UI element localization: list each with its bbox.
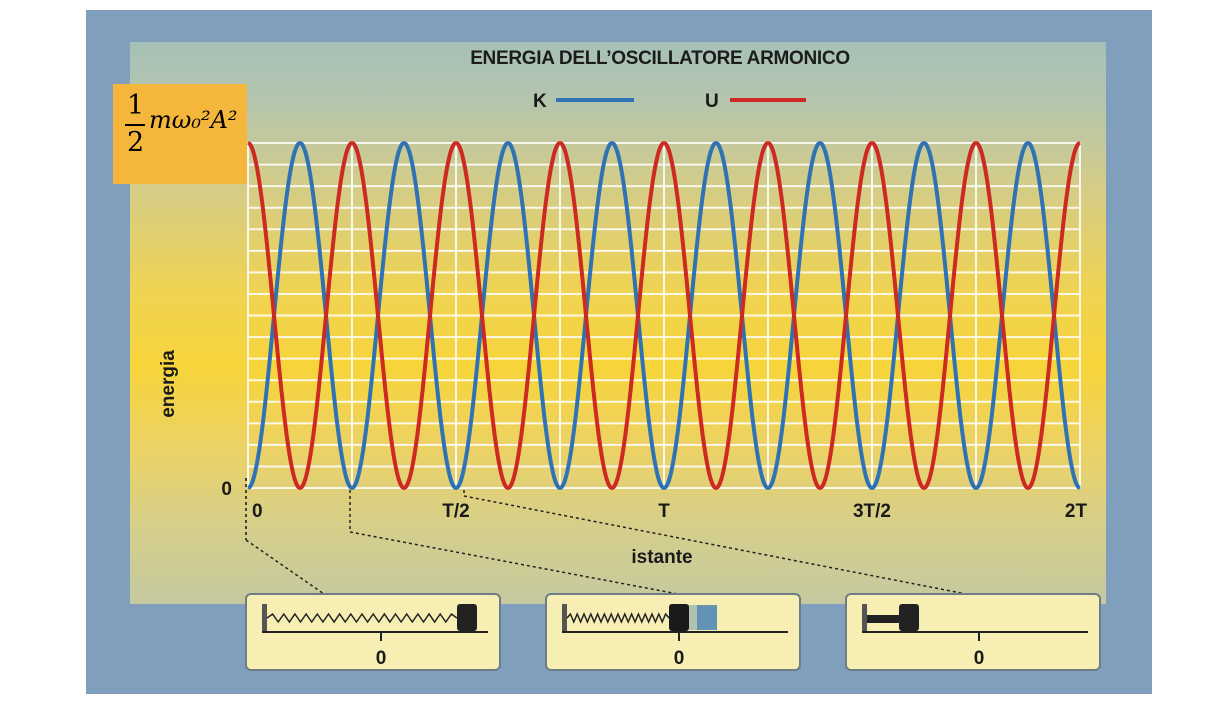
spring-stretched: [266, 612, 458, 624]
chart-panel: [130, 42, 1106, 604]
x-tick-label: 0: [252, 501, 263, 522]
leader-line-2: [349, 490, 679, 595]
leader-line-3: [463, 490, 967, 595]
inset-leader-lines: [245, 490, 967, 595]
mass-block: [899, 604, 919, 631]
legend: K U: [533, 91, 806, 112]
x-tick-label: 2T: [1065, 501, 1088, 522]
formula-denominator: 2: [127, 127, 145, 158]
series-line-u: [247, 141, 1081, 490]
chart-title: ENERGIA DELL’OSCILLATORE ARMONICO: [470, 48, 850, 69]
inset-stretched: 0: [245, 593, 501, 671]
y-tick-label-0: 0: [221, 479, 232, 500]
max-energy-formula: 1 2 mω₀²A²: [113, 84, 247, 184]
spring-insets: 0 0 0: [245, 593, 1101, 671]
x-tick-label: T: [658, 501, 670, 522]
y-axis-label: energia: [158, 350, 179, 418]
x-tick-labels: 0 T/2 T 3T/2 2T: [252, 501, 1087, 522]
legend-label-k: K: [533, 91, 547, 112]
spring-equilibrium: [566, 612, 670, 624]
leader-line-1: [245, 539, 325, 595]
series-curves: [247, 141, 1081, 490]
inset-zero-label: 0: [674, 648, 685, 669]
inset-equilibrium: 0: [545, 593, 801, 671]
mass-block: [669, 604, 689, 631]
formula-expression: mω₀²A²: [149, 106, 238, 134]
x-tick-label: T/2: [442, 501, 469, 522]
formula-numerator: 1: [127, 90, 145, 121]
inset-zero-label: 0: [974, 648, 985, 669]
spring-compressed: [867, 615, 899, 623]
series-line-k: [247, 141, 1081, 490]
x-tick-label: 3T/2: [853, 501, 891, 522]
x-axis-label: istante: [631, 547, 692, 568]
inset-zero-label: 0: [376, 648, 387, 669]
legend-label-u: U: [705, 91, 719, 112]
mass-block: [457, 604, 477, 631]
grid-lines: [247, 142, 1081, 489]
fraction-bar: [125, 124, 145, 126]
inset-compressed: 0: [845, 593, 1101, 671]
